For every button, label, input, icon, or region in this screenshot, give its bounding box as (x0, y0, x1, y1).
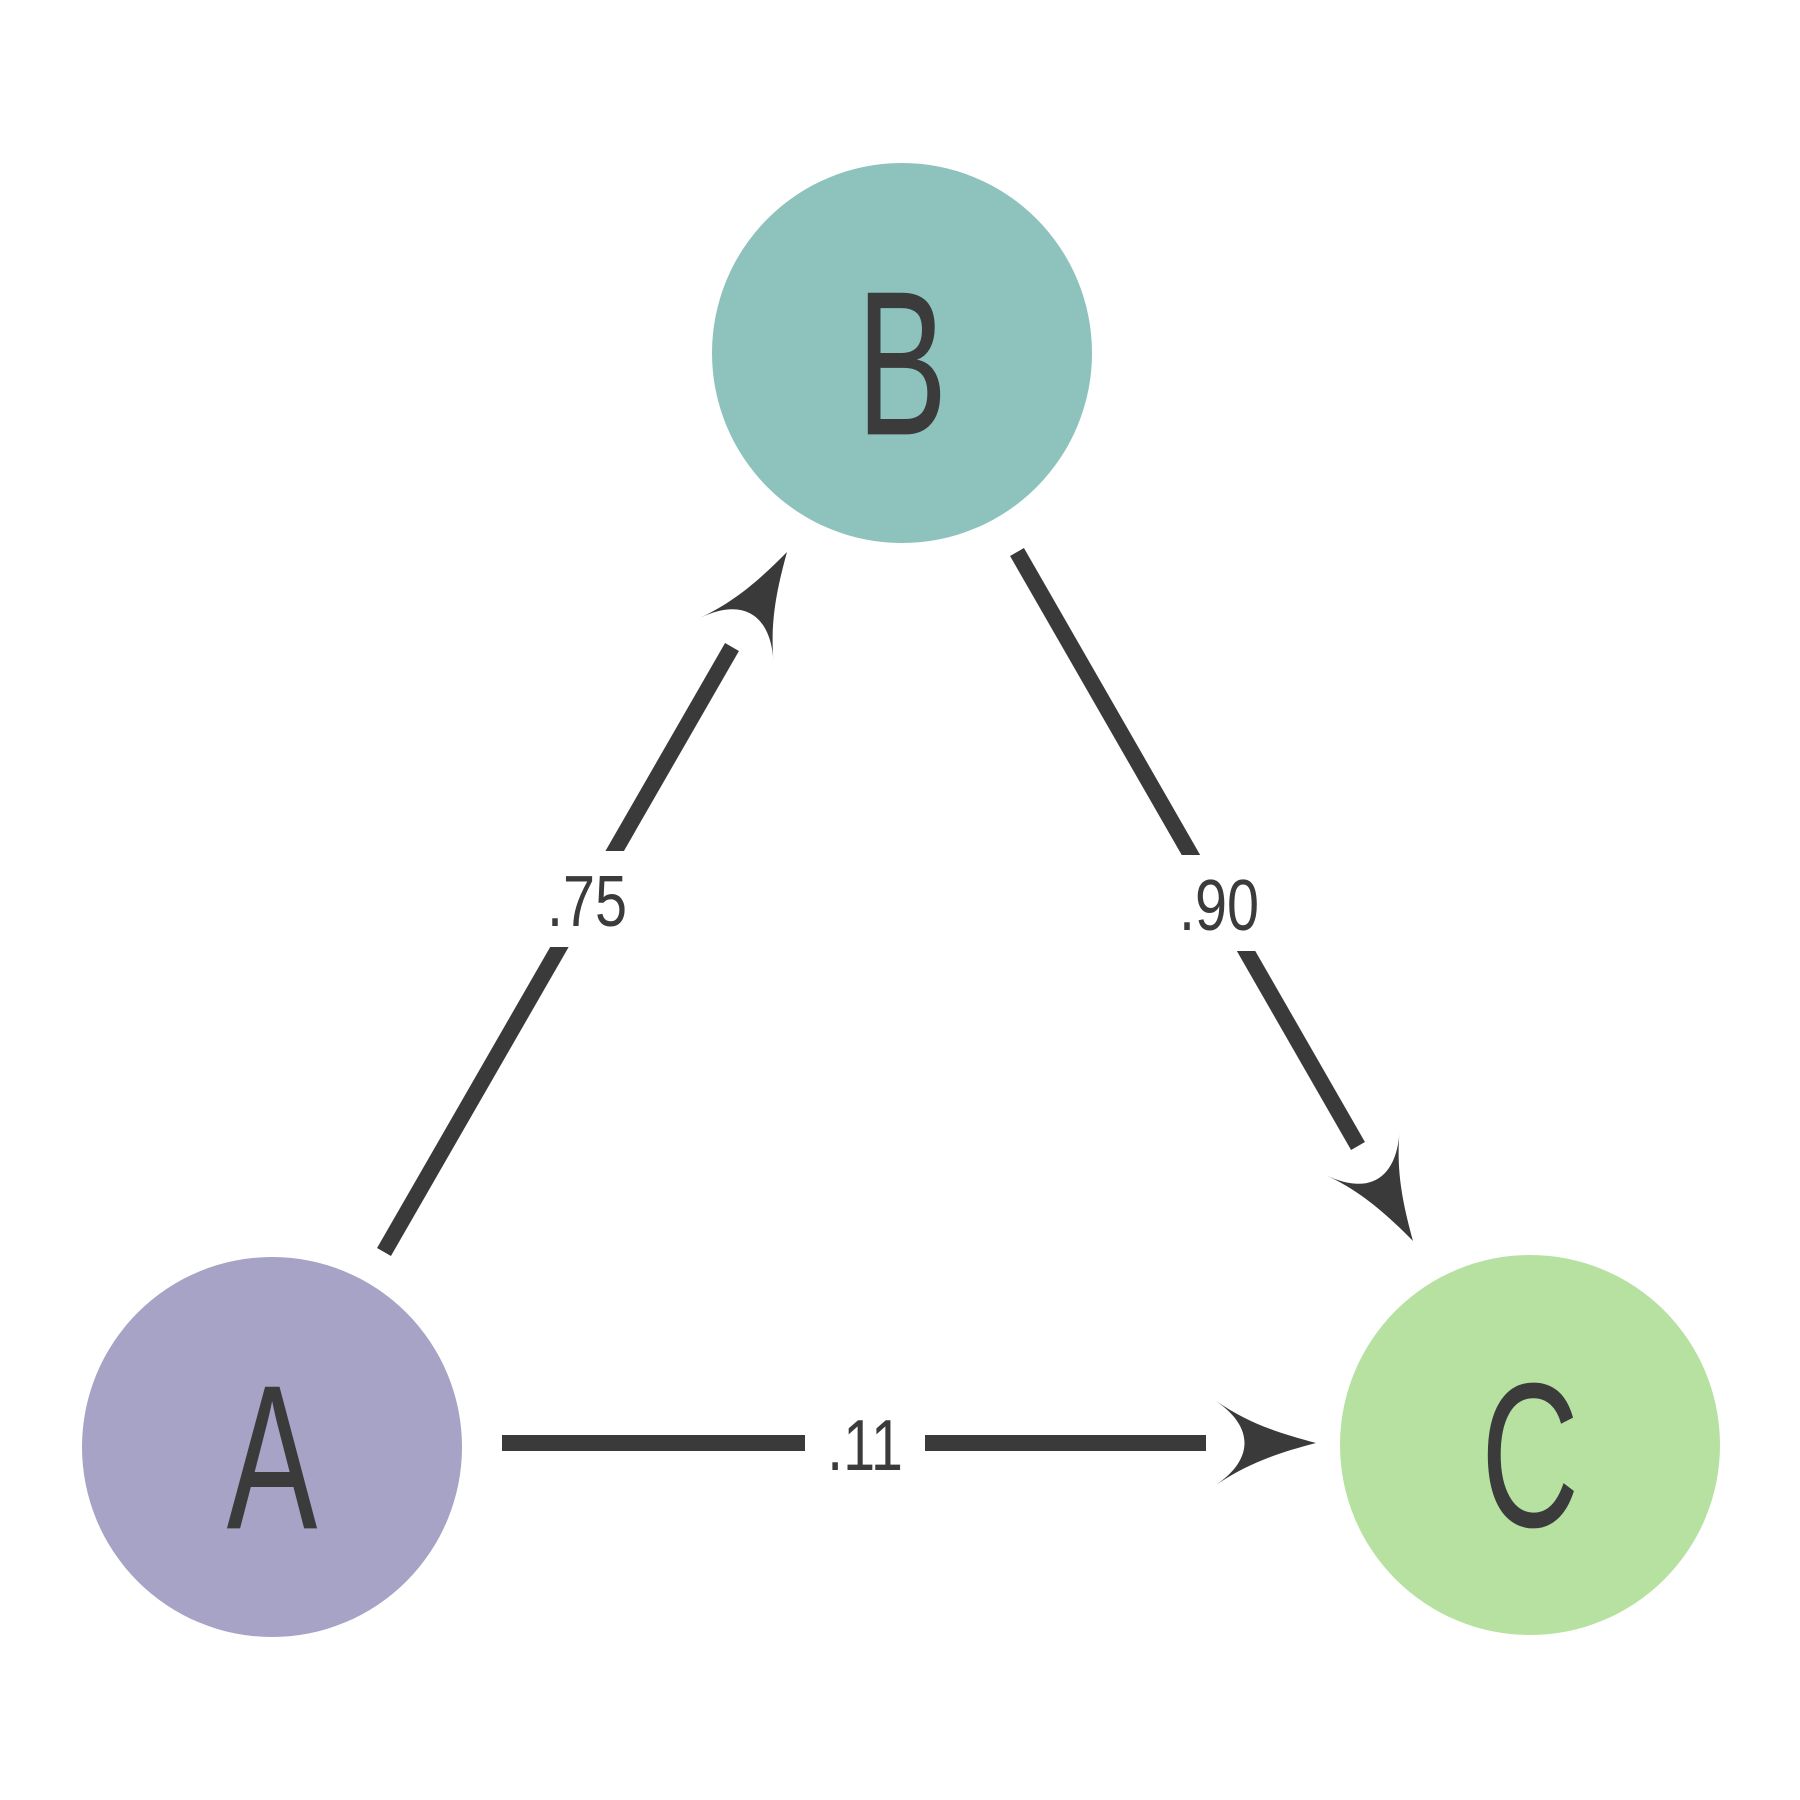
edge-b-c-label-halo (1164, 855, 1274, 951)
edge-b-c-arrowhead-icon (1326, 1133, 1413, 1241)
edge-b-c: .90 (1010, 548, 1413, 1241)
edge-a-b-label: .75 (547, 861, 627, 942)
edge-a-b: .75 (377, 552, 787, 1256)
node-b-circle (712, 163, 1092, 543)
edge-a-c-arrowhead-icon (1216, 1401, 1316, 1485)
node-c-label: C (1481, 1340, 1579, 1570)
edge-a-c-label-halo (805, 1403, 925, 1483)
node-a-label: A (227, 1342, 318, 1572)
node-b: B (712, 163, 1092, 543)
edge-a-b-line (377, 643, 739, 1256)
edge-a-c-label: .11 (827, 1405, 903, 1486)
edge-b-c-line (1010, 548, 1365, 1150)
edge-b-c-label: .90 (1179, 865, 1259, 946)
edge-a-b-label-halo (532, 851, 642, 947)
edge-a-c: .11 (502, 1401, 1316, 1485)
edge-a-b-arrowhead-icon (700, 552, 787, 660)
node-b-label: B (857, 248, 948, 478)
node-a-circle (82, 1257, 462, 1637)
node-c: C (1340, 1255, 1720, 1635)
node-a: A (82, 1257, 462, 1637)
node-c-circle (1340, 1255, 1720, 1635)
